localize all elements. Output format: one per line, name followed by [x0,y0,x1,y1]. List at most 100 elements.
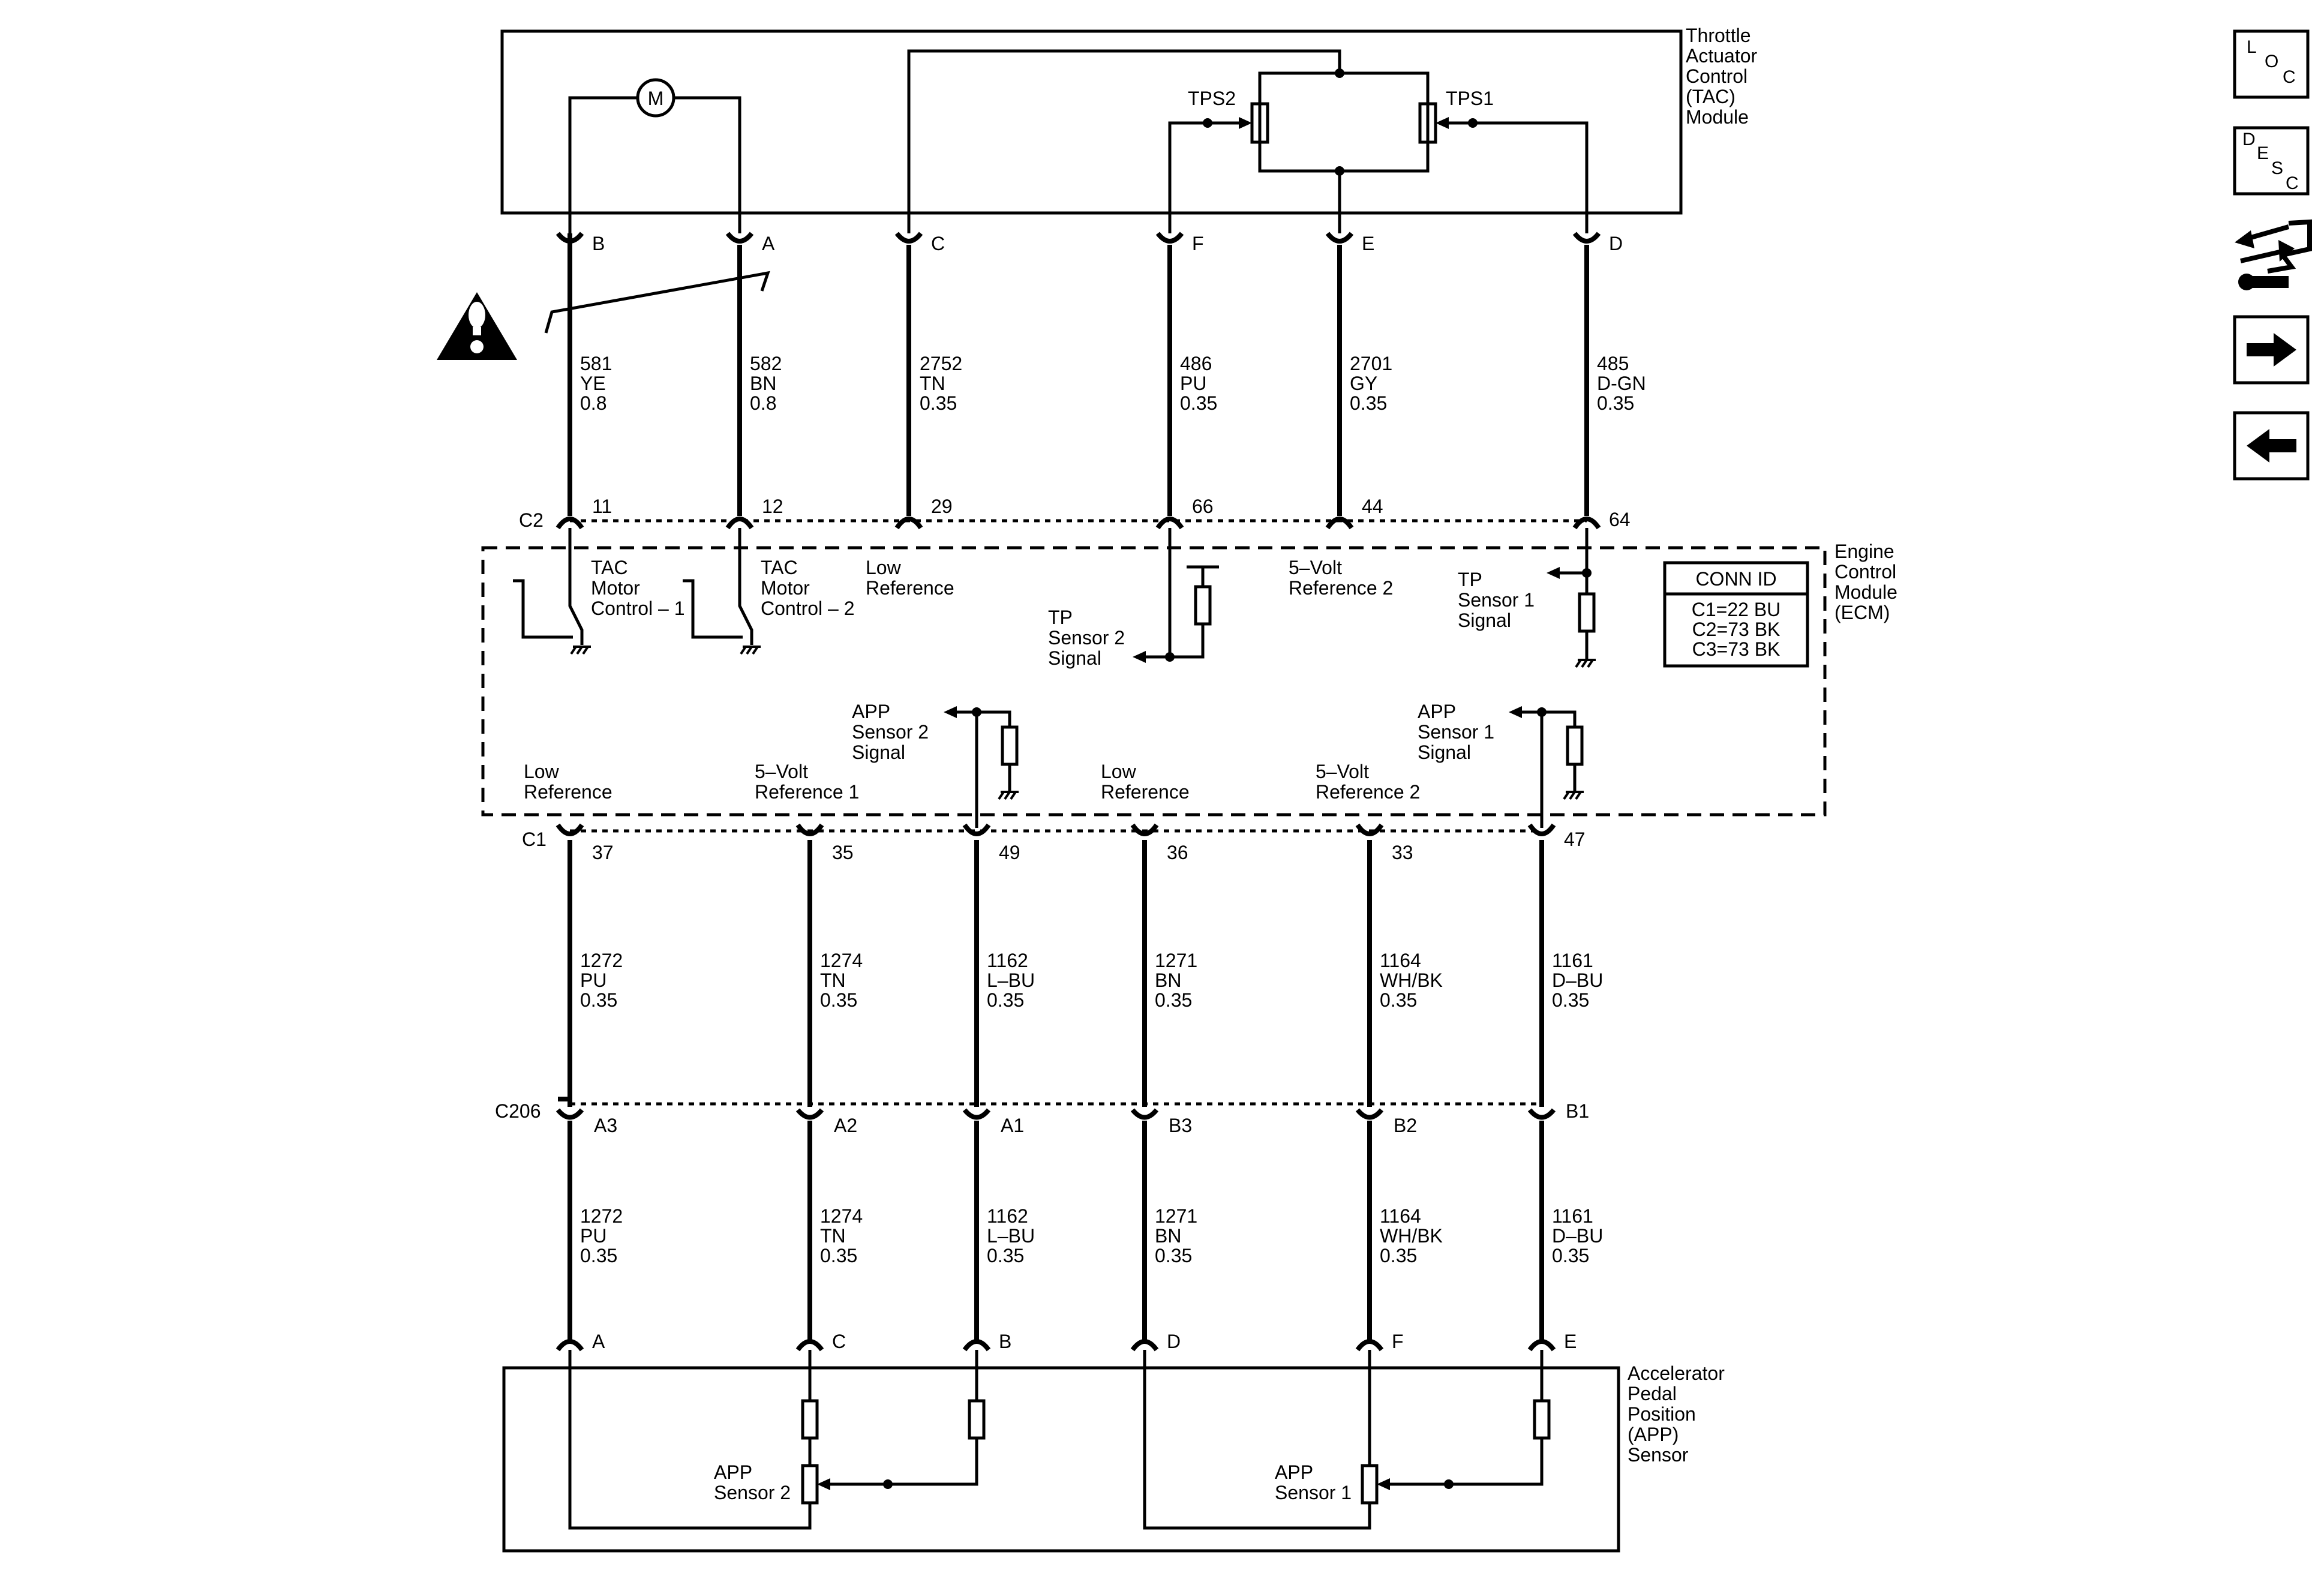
tp1-signal-circuit [1547,528,1596,668]
motor-label: M [648,88,664,109]
c2-name: C2 [519,509,544,531]
svg-text:D: D [2242,130,2256,149]
tac-pin-label: E [1362,233,1374,254]
c1-pin: 37 [592,842,614,863]
nav-next-button[interactable] [2233,315,2310,385]
c1-pin: 49 [999,842,1020,863]
conn-id-title: CONN ID [1695,568,1776,590]
nav-connector-button[interactable] [2235,219,2312,290]
c1-pin: 36 [1167,842,1188,863]
nav-previous-button[interactable] [2233,411,2310,481]
c206-pin: A2 [834,1115,857,1136]
c1-pin: 35 [832,842,854,863]
svg-text:E: E [2257,143,2269,163]
c2-pin: 11 [592,496,612,517]
c206-connector: C206 A3 A2 A1 B3 B2 B1 [495,1097,1589,1136]
nav-loc-button[interactable]: L O C [2233,29,2310,99]
c2-connector: C2 11 12 29 66 44 64 [519,496,1631,531]
tac-motor-driver-1 [513,528,591,655]
c2-pin: 66 [1192,496,1214,517]
c206-pin: B3 [1169,1115,1192,1136]
ecm-title: Engine Control Module (ECM) [1834,541,1903,623]
tac-pin-label: A [762,233,775,254]
svg-text:C: C [2286,173,2299,193]
tac-module: M TPS2 TPS1 Throttle Actuator Control (T… [500,25,1762,254]
lower-wires [568,1121,1544,1341]
app1-signal-circuit [1509,706,1584,828]
loc-button-icon: L O C [2247,37,2296,87]
app-pin-label: A [592,1331,605,1352]
app2-signal-circuit [944,706,1019,828]
app-pin-label: B [999,1331,1011,1352]
c206-pin: A1 [1001,1115,1024,1136]
conn-id-row: C2=73 BK [1692,619,1780,640]
tac-title-line: Control [1686,65,1747,87]
app-pin-label: F [1392,1331,1404,1352]
app-pin-label: E [1564,1331,1577,1352]
conn-id-table: CONN ID C1=22 BU C2=73 BK C3=73 BK [1663,561,1809,668]
tac-title-line: Throttle [1686,25,1750,46]
desc-button-icon: D E S C [2242,130,2299,193]
app-module-title: Accelerator Pedal Position (APP) Sensor [1628,1362,1730,1466]
app-pin-label: C [832,1331,846,1352]
c2-pin: 44 [1362,496,1383,517]
c1-pin: 47 [1564,828,1586,850]
next-arrow-icon [2247,333,2296,367]
caution-icon [437,292,517,360]
tac-module-title: Throttle Actuator Control (TAC) Module [1686,25,1762,128]
c206-pin: B2 [1394,1115,1417,1136]
c1-name: C1 [522,828,547,850]
tps1-label: TPS1 [1446,88,1494,109]
c206-pin: B1 [1566,1100,1589,1122]
conn-id-row: C1=22 BU [1692,599,1781,620]
tac-title-line: (TAC) [1686,86,1736,107]
svg-text:O: O [2265,52,2278,71]
tac-title-line: Module [1686,106,1749,128]
twisted-pair-indicator [544,271,770,334]
c2-pin: 64 [1609,509,1631,530]
c206-pin: A3 [594,1115,617,1136]
ecm-module: Engine Control Module (ECM) CONN ID C1=2… [481,528,1903,828]
tps2-label: TPS2 [1188,88,1236,109]
app-sensor-module: A C B D F E Accelerator Pedal Position (… [502,1331,1730,1553]
nav-desc-button[interactable]: D E S C [2233,126,2310,196]
tac-pin-label: C [931,233,945,254]
tac-pin-label: F [1192,233,1204,254]
c2-pin: 12 [762,496,783,517]
app-pin-label: D [1167,1331,1181,1352]
